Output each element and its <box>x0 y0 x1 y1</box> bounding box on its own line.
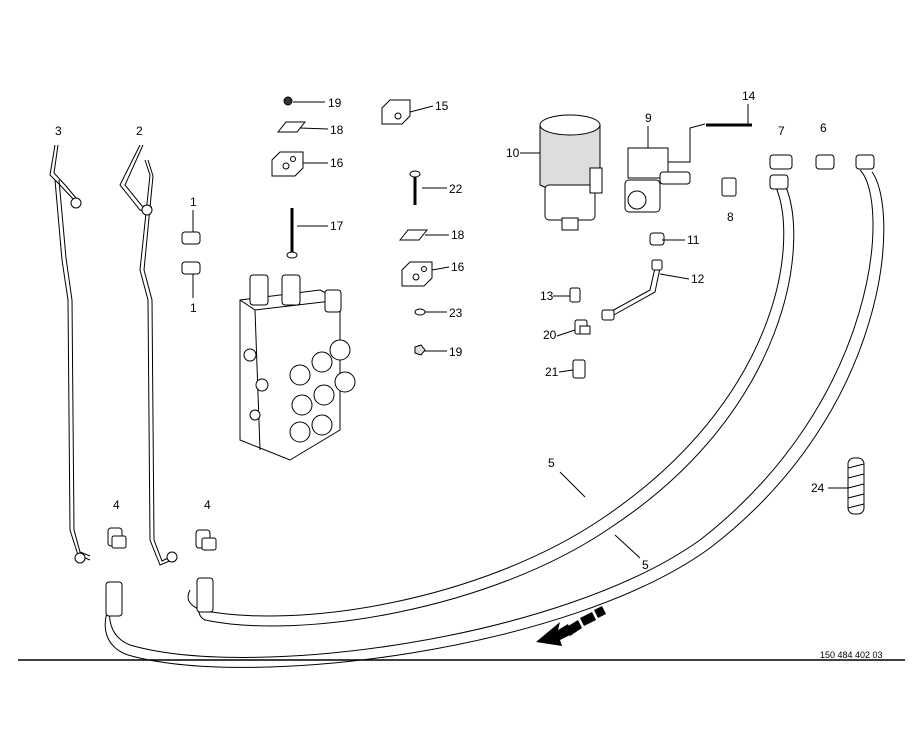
part-callout-18: 18 <box>451 228 465 242</box>
part-callout-19: 19 <box>328 96 342 110</box>
elbow-fitting-part-4 <box>107 527 217 551</box>
part-callout-1: 1 <box>190 301 197 315</box>
fittings-right <box>569 154 835 379</box>
fitting-part-1 <box>181 231 201 275</box>
part-callout-18: 18 <box>330 123 344 137</box>
part-callout-16: 16 <box>330 156 344 170</box>
part-callout-22: 22 <box>449 182 463 196</box>
part-callout-2: 2 <box>136 124 143 138</box>
part-callout-5: 5 <box>642 558 649 572</box>
part-callout-14: 14 <box>742 89 756 103</box>
control-valve-block <box>239 274 356 461</box>
part-callout-4: 4 <box>113 498 120 512</box>
leader-line <box>299 127 329 130</box>
clamp-parts <box>271 96 433 356</box>
forward-direction-arrow <box>536 606 606 646</box>
valve-part-9 <box>624 123 752 213</box>
hose-part-5 <box>104 154 885 668</box>
part-callout-16: 16 <box>451 260 465 274</box>
part-callout-20: 20 <box>543 328 557 342</box>
part-callout-8: 8 <box>727 210 734 224</box>
part-callout-1: 1 <box>190 195 197 209</box>
part-callout-23: 23 <box>449 306 463 320</box>
part-callout-9: 9 <box>645 111 652 125</box>
part-callout-7: 7 <box>778 124 785 138</box>
leader-line <box>431 266 450 271</box>
part-callout-21: 21 <box>545 365 559 379</box>
spiral-guard-part-24 <box>847 457 865 515</box>
part-callout-3: 3 <box>55 124 62 138</box>
part-callout-6: 6 <box>820 121 827 135</box>
leader-line <box>558 369 574 373</box>
leader-line <box>556 329 576 337</box>
leader-line <box>409 105 434 113</box>
part-callout-10: 10 <box>506 146 520 160</box>
leader-line <box>614 534 641 559</box>
part-callout-15: 15 <box>435 99 449 113</box>
pipe-part-3 <box>49 144 91 564</box>
drawing-number: 150 484 402 03 <box>820 650 883 660</box>
part-callout-24: 24 <box>811 481 825 495</box>
pressure-filter-part-10 <box>539 114 603 231</box>
part-callout-17: 17 <box>330 219 344 233</box>
part-callout-5: 5 <box>548 456 555 470</box>
part-callout-12: 12 <box>691 272 705 286</box>
part-callout-13: 13 <box>540 289 554 303</box>
pipe-part-2 <box>119 144 178 566</box>
leader-line <box>659 273 690 280</box>
leader-line <box>559 471 586 498</box>
part-callout-11: 11 <box>687 233 700 247</box>
part-callout-4: 4 <box>204 498 211 512</box>
part-callout-19: 19 <box>449 345 463 359</box>
